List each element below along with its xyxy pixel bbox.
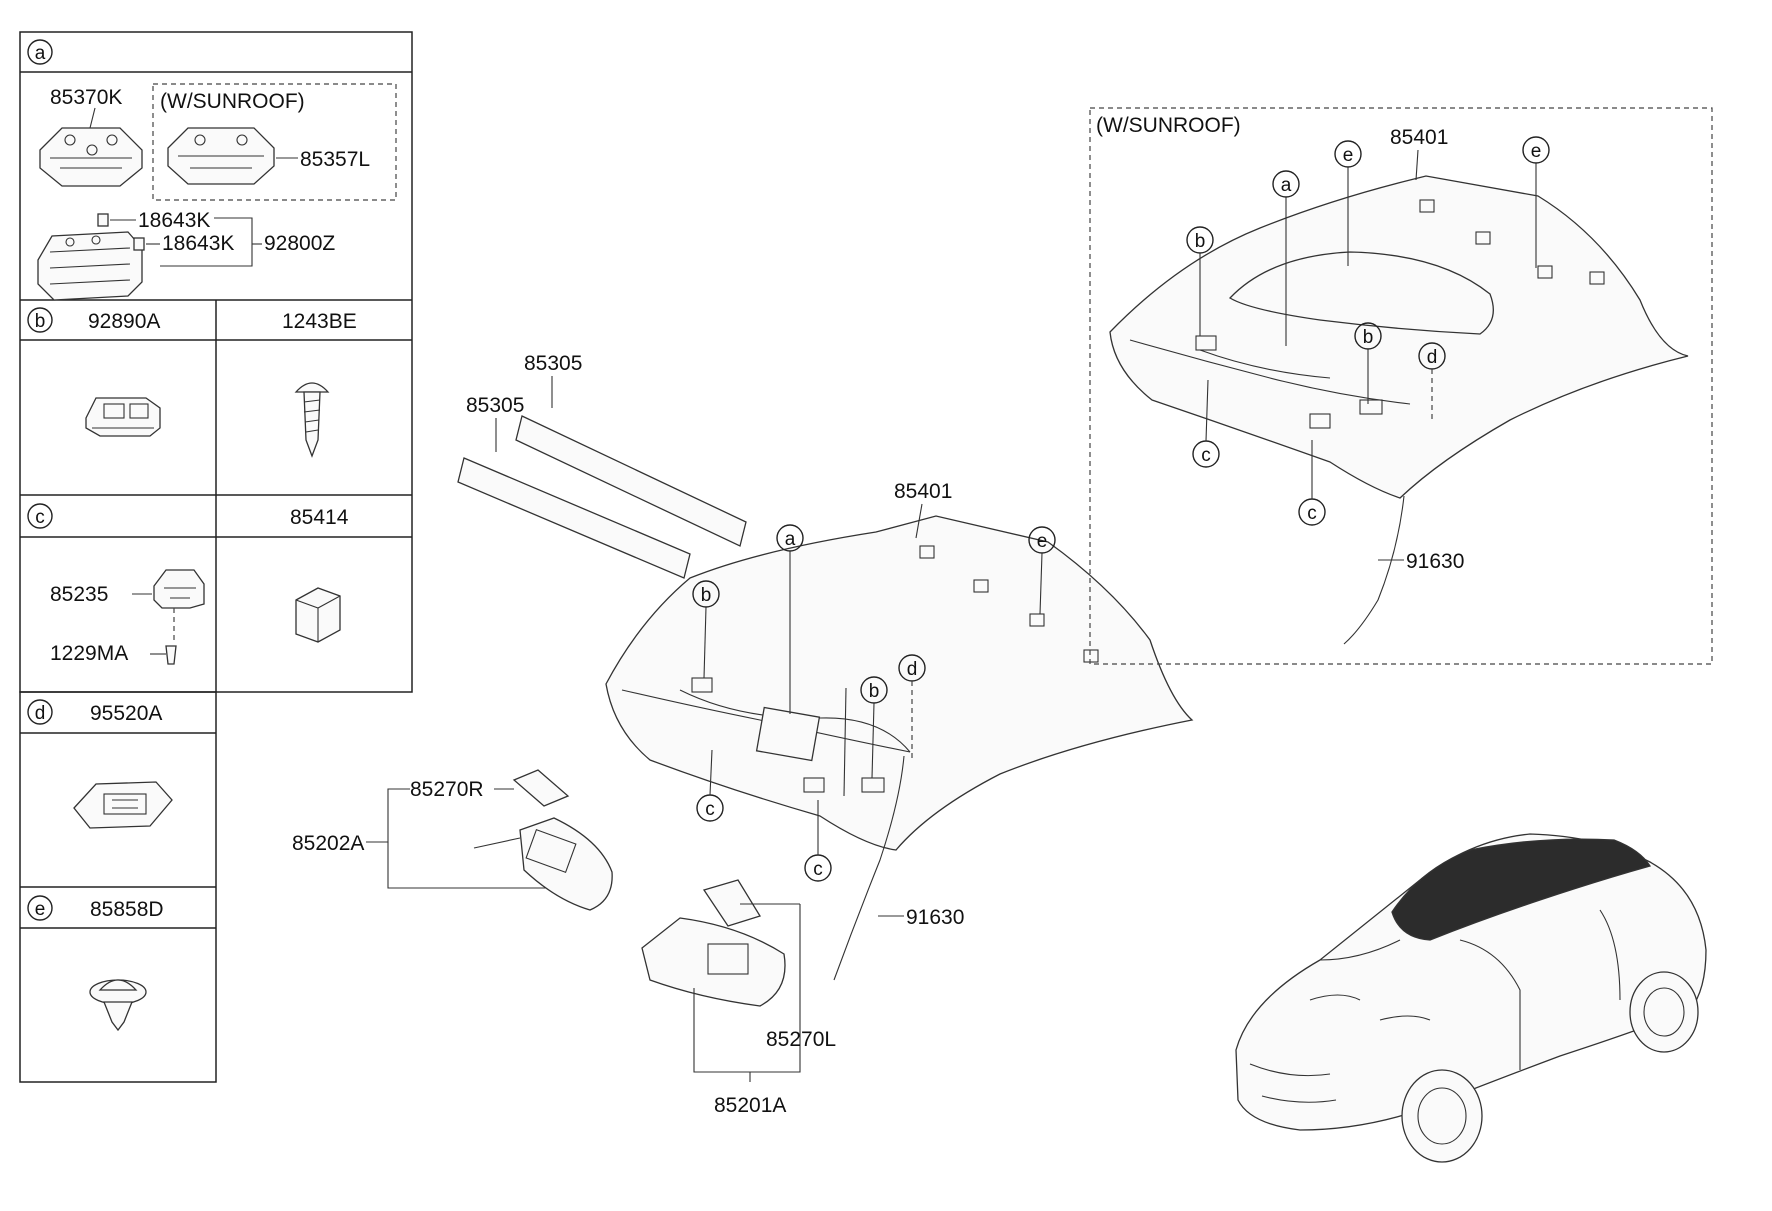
legend-a-letter: a <box>35 43 46 64</box>
push-clip-drawing <box>89 979 147 1032</box>
sensor-drawing <box>73 781 173 829</box>
label-85858D: 85858D <box>90 898 164 921</box>
sunroof-callout-b2: b <box>1363 327 1374 348</box>
visor-left-group: 85270L 85201A <box>641 879 836 1117</box>
legend-d-letter: d <box>35 703 46 724</box>
label-85305-upper: 85305 <box>524 352 582 375</box>
sunroof-callout-e2: e <box>1531 141 1542 162</box>
label-85370K: 85370K <box>50 86 122 109</box>
legend-section-b: b 92890A 1243BE <box>27 307 357 458</box>
label-85357L: 85357L <box>300 148 370 171</box>
main-callout-e: e <box>1037 531 1048 552</box>
main-callout-a: a <box>785 529 796 550</box>
main-callout-c2: c <box>813 859 823 880</box>
label-92800Z: 92800Z <box>264 232 335 255</box>
main-callout-c1: c <box>705 799 715 820</box>
car-illustration <box>1235 833 1707 1163</box>
map-lamp-drawing <box>37 213 145 301</box>
main-callout-b1: b <box>701 585 712 606</box>
clip-drawing <box>153 569 205 640</box>
sunroof-callout-e1: e <box>1343 145 1354 166</box>
label-91630-main: 91630 <box>906 906 964 929</box>
main-callout-b2: b <box>869 681 880 702</box>
sunroof-variant-note: (W/SUNROOF) <box>1096 114 1241 137</box>
hanger-drawing <box>85 397 161 437</box>
visor-right-group: 85270R 85202A <box>292 769 613 911</box>
main-headlining <box>605 515 1194 851</box>
label-85401-main: 85401 <box>894 480 952 503</box>
main-callout-d: d <box>907 659 918 680</box>
label-95520A: 95520A <box>90 702 162 725</box>
label-85235: 85235 <box>50 583 108 606</box>
main-callouts: 85401 a e b b d c c <box>692 480 1056 882</box>
main-wiring: 91630 <box>833 755 964 981</box>
sunroof-lamp-drawing <box>167 127 275 185</box>
label-85270L: 85270L <box>766 1028 836 1051</box>
label-85305-lower: 85305 <box>466 394 524 417</box>
label-91630-sunroof: 91630 <box>1406 550 1464 573</box>
legend-section-e: e 85858D <box>27 895 164 1032</box>
legend-section-d: d 95520A <box>27 699 173 829</box>
sunroof-callout-d: d <box>1427 347 1438 368</box>
legend-table <box>19 31 413 1083</box>
sunroof-variant: (W/SUNROOF) 91630 85401 a e e b b <box>1089 107 1713 665</box>
roof-pads: 85305 85305 <box>457 352 747 579</box>
label-1229MA: 1229MA <box>50 642 128 665</box>
sunroof-note: (W/SUNROOF) <box>160 90 305 113</box>
label-85414: 85414 <box>290 506 349 529</box>
screw-drawing <box>294 382 330 458</box>
label-92890A: 92890A <box>88 310 160 333</box>
legend-section-c: c 85414 85235 1229MA <box>27 503 349 665</box>
legend-e-letter: e <box>35 899 46 920</box>
foam-pad-drawing <box>295 587 341 643</box>
label-85270R: 85270R <box>410 778 484 801</box>
label-85401-sunroof: 85401 <box>1390 126 1448 149</box>
label-18643K-1: 18643K <box>138 209 210 232</box>
label-85202A: 85202A <box>292 832 364 855</box>
overhead-lamp-drawing <box>39 127 143 187</box>
sunroof-callout-c1: c <box>1201 445 1211 466</box>
label-85201A: 85201A <box>714 1094 786 1117</box>
legend-section-a: a 85370K (W/SUNROOF) 85357L 18643K 186 <box>27 39 397 301</box>
sunroof-callout-c2: c <box>1307 503 1317 524</box>
sunroof-callout-b1: b <box>1195 231 1206 252</box>
label-18643K-2: 18643K <box>162 232 234 255</box>
legend-b-letter: b <box>35 311 46 332</box>
label-1243BE: 1243BE <box>282 310 357 333</box>
sunroof-callout-a: a <box>1281 175 1292 196</box>
legend-c-letter: c <box>35 507 45 528</box>
